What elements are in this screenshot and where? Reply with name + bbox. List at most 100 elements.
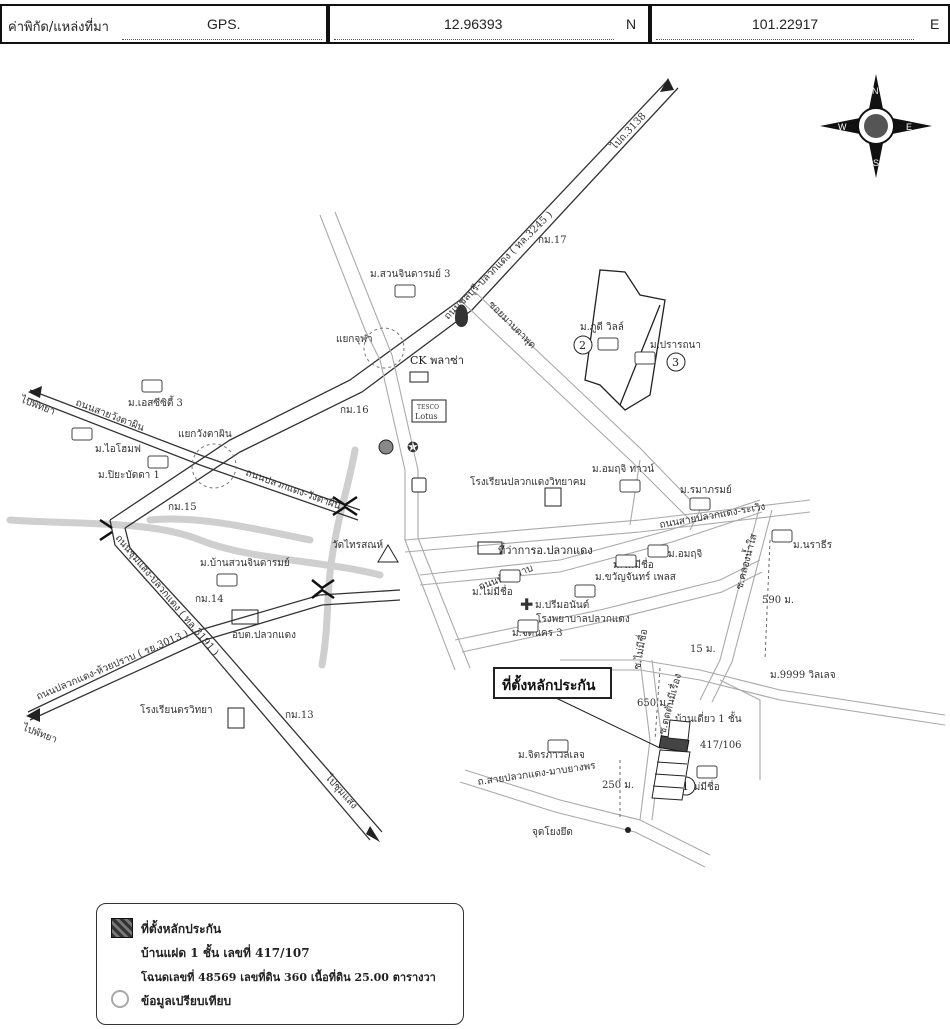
hospital-icon: ✚ — [520, 595, 533, 614]
comparable-markers: 2 3 1 — [573, 335, 696, 796]
dotted-line — [122, 39, 322, 40]
village-label: ม.ปรีมอนันต์ — [535, 599, 589, 611]
road-label-to-pattaya: ไปพัทยา — [18, 393, 57, 417]
map-legend: ที่ตั้งหลักประกัน บ้านแฝด 1 ชั้น เลขที่ … — [96, 903, 464, 1025]
distance-label: 650 ม. — [637, 698, 669, 709]
village-label: ม.สวนจินดารมย์ 3 — [370, 268, 451, 280]
gas-station-icon — [378, 439, 394, 455]
road-layer — [27, 79, 679, 841]
ck-plaza-label: CK พลาซ่า — [410, 354, 464, 367]
village-label: ม.ปิยะบัดดา 1 — [98, 470, 160, 481]
road-end-arrow-icon — [26, 78, 674, 842]
road-label-3013: ถนนปลวกแดง-ห้วยปราบ ( รย.3013 ) — [34, 628, 190, 703]
site-swatch-icon — [111, 918, 133, 938]
site-plot — [651, 719, 691, 801]
school-icon — [227, 707, 245, 729]
road-3245-edge — [124, 87, 679, 529]
longitude-value: 101.22917 — [752, 16, 819, 32]
km-marker: กม.15 — [168, 502, 197, 513]
junction-label: จุดโยงยึด — [532, 825, 573, 838]
comparable-number: 1 — [682, 780, 689, 793]
district-office-icon — [477, 541, 503, 555]
river-branch — [146, 515, 314, 544]
road-label-soi-khlong: ซ.คลองน้ำใส — [731, 532, 759, 591]
dotted-line — [656, 39, 914, 40]
junction-point-icon — [625, 827, 631, 833]
road-label-wangtapin: ถนนปลวกแดง-วังตาผิน — [244, 467, 342, 512]
source-value: GPS. — [207, 16, 241, 32]
road-soi-mab-edge — [474, 291, 701, 511]
compass-west: W — [838, 122, 847, 132]
road-bottom-edge — [459, 781, 706, 868]
village-label: ม.อมฤจิ — [668, 549, 702, 560]
lotus-label: Lotus — [415, 412, 438, 421]
road-bottom — [464, 769, 711, 856]
road-east-edge — [560, 669, 946, 726]
road-3191-edge — [124, 527, 383, 833]
road-rayong-edge — [404, 511, 811, 553]
km-marker: กม.14 — [195, 594, 224, 605]
tesco-label: TESCO — [417, 404, 439, 411]
village-label: ม.ภูดี วิลล์ — [580, 321, 624, 333]
road-rayong — [404, 499, 811, 541]
village-label: ม.9999 วิลเลจ — [770, 670, 836, 681]
road-ban-mab — [419, 499, 761, 576]
village-label: ม.จิตรภาวิลเลจ — [518, 750, 585, 761]
comparable-3-icon — [666, 352, 686, 372]
longitude-cell: 101.22917 E — [650, 4, 950, 44]
distance-layer: 15 ม. 590 ม. 650 ม. 250 ม. — [602, 539, 794, 820]
river-north — [318, 446, 359, 669]
comparable-2-icon — [573, 335, 593, 355]
road-label-bottom: ถ.สายปลวกแดง-มาบยางพร — [477, 760, 597, 788]
distance-label: 250 ม. — [602, 780, 634, 791]
temple-icon — [455, 304, 468, 327]
bridge-icon — [99, 495, 358, 600]
comparable-ring-icon — [111, 990, 129, 1008]
house-tag: บ้านเดี่ยว 1 ชั้น — [675, 711, 742, 725]
road-soi-yaeng — [639, 659, 651, 821]
school-icon — [544, 487, 562, 507]
tesco-icon — [411, 399, 447, 423]
intersection-label: แยกวังตาผิน — [178, 429, 232, 440]
river-layer — [6, 446, 384, 669]
intersection-circle — [191, 443, 237, 489]
comparable-number: 2 — [579, 339, 586, 352]
road-east — [560, 659, 946, 716]
intersection-label: แยกจุฬา — [336, 333, 373, 345]
village-label: ม.รมาภรมย์ — [680, 484, 732, 496]
village-label: ม.นราธีร — [793, 539, 833, 551]
road-label-soi-mab: ซอยมาบตาพุด — [486, 299, 538, 351]
village-label: ม.ปรารถนา — [650, 340, 701, 351]
plot-label: 417/106 — [700, 740, 742, 751]
site-callout-label: ที่ตั้งหลักประกัน — [502, 674, 596, 694]
compass-rose-icon: N S W E — [820, 74, 932, 178]
road-soi-taek-edge — [711, 509, 773, 703]
source-cell: ค่าพิกัด/แหล่งที่มา GPS. — [0, 4, 328, 44]
temple-icon — [377, 544, 399, 563]
road-link-2 — [689, 509, 701, 531]
distance-label: 590 ม. — [762, 595, 794, 606]
school-label: โรงเรียนดรวิทยา — [140, 703, 213, 716]
parcel-outline — [584, 269, 666, 411]
legend-compare: ข้อมูลเปรียบเทียบ — [141, 994, 232, 1008]
road-3013 — [27, 589, 401, 713]
km-marker: กม.17 — [538, 235, 567, 246]
road-cross-edge — [461, 571, 763, 653]
road-3191 — [109, 519, 371, 841]
road-right — [719, 679, 761, 780]
dotted-line — [334, 39, 614, 40]
road-3245 — [109, 79, 669, 521]
road-label-soi-yaeng: ซ.ไม่มีชื่อ — [629, 628, 650, 671]
site-callout-box — [493, 667, 612, 699]
police-icon: ✪ — [407, 440, 419, 456]
obt-label: อบต.ปลวกแดง — [232, 630, 296, 641]
km-marker-layer: กม.17 กม.16 กม.15 กม.14 กม.13 — [168, 235, 567, 721]
road-wangtapin-edge — [27, 397, 359, 521]
compass-east: E — [906, 122, 912, 132]
village-icon-layer — [71, 284, 793, 779]
road-3013-edge — [29, 599, 401, 721]
building-icon — [409, 371, 429, 383]
compass-north: N — [872, 86, 879, 96]
legend-deed: โฉนดเลขที่ 48569 เลขที่ดิน 360 เนื้อที่ด… — [141, 971, 436, 984]
